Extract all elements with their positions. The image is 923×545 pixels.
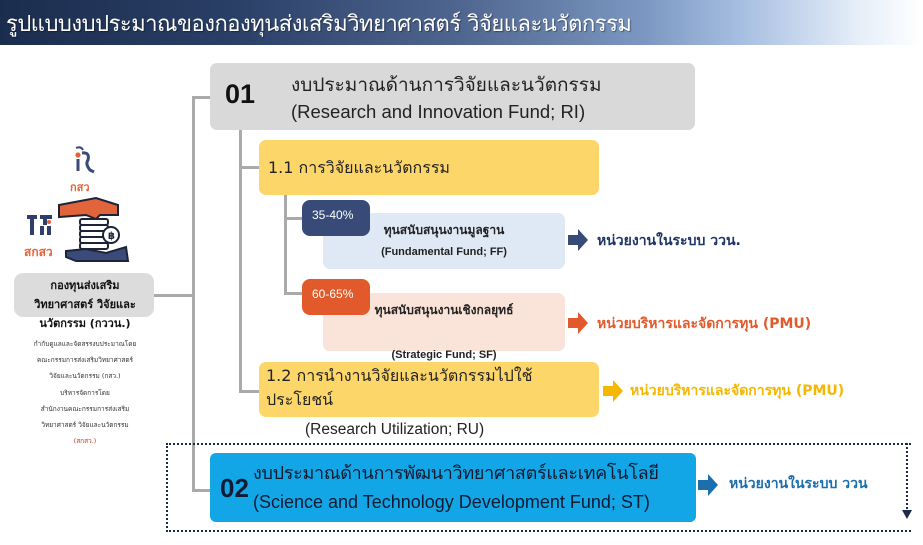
budget-01-title-th: งบประมาณด้านการวิจัยและนวัตกรรม: [291, 74, 602, 96]
org-desc-line: บริหารจัดการโดย: [60, 388, 110, 397]
org-name-line: กองทุนส่งเสริม: [50, 279, 120, 292]
fund-ff-destination: หน่วยงานในระบบ ววน.: [597, 233, 741, 249]
fund-sf-share-badge: 60-65%: [302, 279, 370, 315]
budget-01-number: 01: [225, 79, 256, 109]
connector-org: [154, 294, 194, 297]
sub-12-label: 1.2 การนำงานวิจัยและนวัตกรรมไปใช้ประโยชน…: [266, 366, 533, 409]
connector-main-vertical: [192, 96, 195, 492]
arrow-right-icon: [568, 312, 588, 334]
sub-11-label: 1.1 การวิจัยและนวัตกรรม: [268, 158, 450, 177]
connector-11-vertical: [284, 195, 287, 295]
tsri-logo-icon: [27, 215, 52, 235]
org-name-line: นวัตกรรม (กววน.): [39, 317, 131, 330]
arrow-right-icon: [698, 474, 718, 496]
org-desc-line: สำนักงานคณะกรรมการส่งเสริม: [40, 404, 130, 413]
arrow-down-icon: [902, 510, 912, 519]
arrow-right-icon: [603, 380, 623, 402]
sub-12-box: [259, 362, 599, 417]
connector-11: [239, 166, 261, 169]
org-name-line: วิทยาศาสตร์ วิจัยและ: [34, 298, 136, 311]
connector-12: [239, 390, 261, 393]
budget-02-destination: หน่วยงานในระบบ ววน: [729, 476, 868, 492]
sub-12-destination: หน่วยบริหารและจัดการทุน (PMU): [630, 383, 845, 399]
logo-kaso: กสว: [70, 145, 100, 194]
budget-02-title-en: (Science and Technology Development Fund…: [253, 492, 650, 512]
budget-01-box: [210, 63, 695, 130]
dotted-connector: [906, 443, 908, 513]
connector-ff: [284, 217, 304, 220]
connector-02: [192, 489, 212, 492]
logo-tsri-label: สกสว: [24, 245, 53, 259]
connector-sf: [284, 292, 304, 295]
budget-01-title-en: (Research and Innovation Fund; RI): [291, 101, 586, 122]
org-desc-line: กำกับดูแลและจัดสรรงบประมาณโดย: [33, 340, 137, 348]
sub-11-box: [259, 140, 599, 195]
logo-tsri: สกสว: [24, 212, 60, 262]
org-desc-line: วิทยาศาสตร์ วิจัยและนวัตกรรม: [41, 421, 129, 430]
header-bar: รูปแบบงบประมาณของกองทุนส่งเสริมวิทยาศาสต…: [0, 0, 923, 45]
org-name: กองทุนส่งเสริม วิทยาศาสตร์ วิจัยและ นวัต…: [6, 276, 164, 333]
page-title: รูปแบบงบประมาณของกองทุนส่งเสริมวิทยาศาสต…: [6, 12, 632, 37]
org-desc-line: วิจัยและนวัตกรรม (กสว.): [49, 372, 121, 381]
connector-01: [192, 96, 212, 99]
org-name-box: [14, 273, 154, 317]
budget-02-number: 02: [220, 473, 249, 503]
org-desc-line: (สกสว.): [73, 437, 97, 446]
org-description: กำกับดูแลและจัดสรรงบประมาณโดย คณะกรรมการ…: [6, 336, 164, 449]
budget-02-box: [210, 453, 696, 522]
sub-12-label-en: (Research Utilization; RU): [305, 421, 485, 438]
fund-sf-destination: หน่วยบริหารและจัดการทุน (PMU): [597, 316, 812, 332]
fund-sf-title-th: ทุนสนับสนุนงานเชิงกลยุทธ์: [374, 303, 514, 317]
fund-sf-title-en: (Strategic Fund; SF): [391, 349, 497, 361]
fund-ff-title-en: (Fundamental Fund; FF): [381, 246, 507, 258]
org-desc-line: คณะกรรมการส่งเสริมวิทยาศาสตร์: [36, 356, 134, 365]
logo-kaso-label: กสว: [70, 181, 90, 194]
arrow-right-icon: [568, 229, 588, 251]
r-logo-icon: [75, 146, 95, 174]
budget-02-dotted-frame: [166, 443, 911, 532]
connector-01-vertical: [239, 130, 242, 393]
hands-coins-icon: ฿: [56, 195, 131, 263]
fund-ff-share-badge: 35-40%: [302, 200, 370, 236]
fund-ff-title-th: ทุนสนับสนุนงานมูลฐาน: [383, 223, 505, 237]
budget-02-title-th: งบประมาณด้านการพัฒนาวิทยาศาสตร์และเทคโนโ…: [253, 463, 659, 484]
svg-text:฿: ฿: [108, 231, 115, 242]
